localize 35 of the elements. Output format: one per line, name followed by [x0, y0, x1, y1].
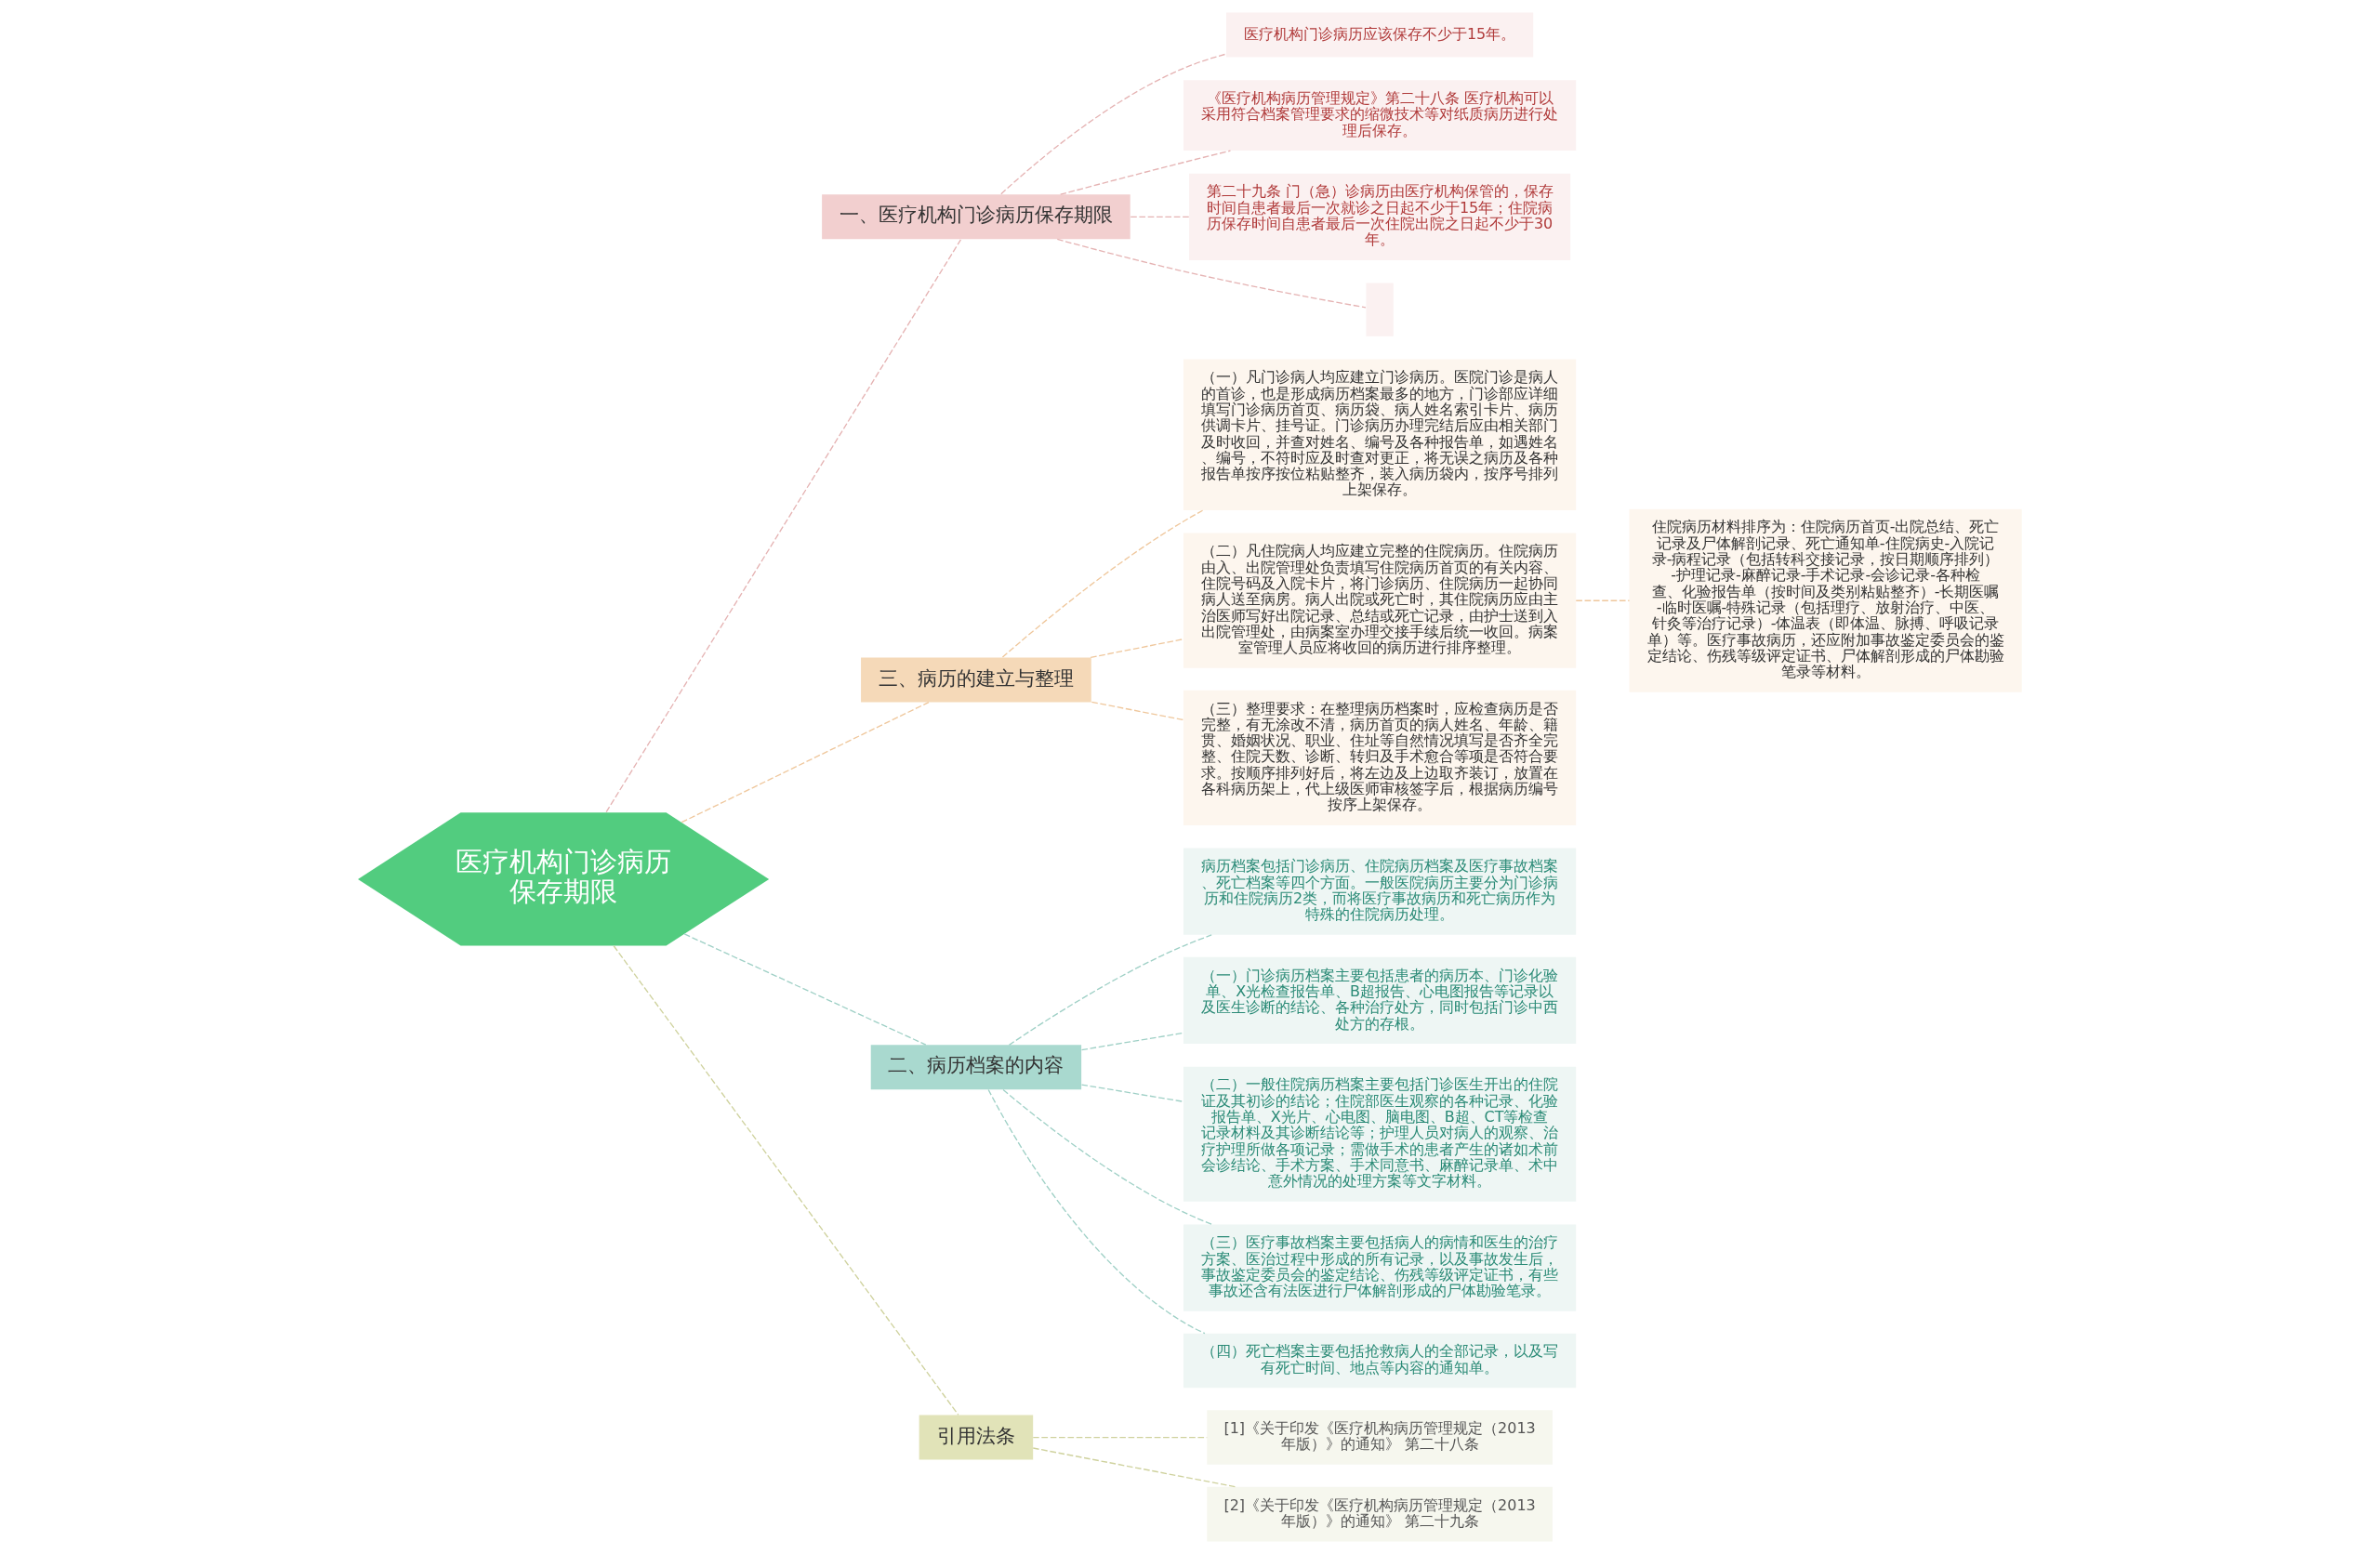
node-box: 第二十九条 门（急）诊病历由医疗机构保管的，保存时间自患者最后一次就诊之日起不少于15年；住院病历保存时间自患者最后一次住院出院之日起不少于30年。: [1189, 173, 1571, 260]
connector: [1060, 150, 1232, 195]
connector: [1091, 701, 1184, 721]
node-box: [1366, 283, 1394, 336]
node-box: （二）凡住院病人均应建立完整的住院病历。住院病历由入、出院管理处负责填写住院病历首页的有关内容、住院号码及入院卡片，将门诊病历、住院病历一起协同病人送至病房。病人出院或死亡时，其住院病历应由主治医师写好出院记录、总结或死亡记录，由护士送到入出院管理处，由病案室办理交接手续后统一收回。病案室管理人员应将收回的病历进行排序整理。: [1183, 533, 1577, 668]
node-box: 三、病历的建立与整理: [861, 657, 1091, 703]
connector: [613, 945, 959, 1416]
node-box: （三）医疗事故档案主要包括病人的病情和医生的治疗方案、医治过程中形成的所有记录，以及事故发生后，事故鉴定委员会的鉴定结论、伤残等级评定证书，有些事故还含有法医进行尸体解剖形成的尸体勘验笔录。: [1183, 1224, 1577, 1311]
connector: [681, 701, 930, 823]
connector: [683, 933, 927, 1046]
node-box: [1]《关于印发《医疗机构病历管理规定（2013年版）》的通知》 第二十八条: [1207, 1410, 1553, 1465]
node-box: 《医疗机构病历管理规定》第二十八条 医疗机构可以采用符合档案管理要求的缩微技术等对纸质病历进行处理后保存。: [1183, 80, 1577, 151]
node-box: 二、病历档案的内容: [870, 1045, 1082, 1090]
node-box: （一）凡门诊病人均应建立门诊病历。医院门诊是病人的首诊，也是形成病历档案最多的地方，门诊部应详细填写门诊病历首页、病历袋、病人姓名索引卡片、病历供调卡片、挂号证。门诊病历办理完结后应由相关部门及时收回，并查对姓名、编号及各种报告单，如遇姓名、编号，不符时应及时查对更正，将无误之病历及各种报告单按序按位粘贴整齐，装入病历袋内，按序号排列上架保存。: [1183, 359, 1577, 510]
node-box: 住院病历材料排序为：住院病历首页-出院总结、死亡记录及尸体解剖记录、死亡通知单-住院病史-入院记录-病程记录（包括转科交接记录，按日期顺序排列）-护理记录-麻醉记录-手术记录-会诊记录-各种检查、化验报告单（按时间及类别粘贴整齐）-长期医嘱-临时医嘱-特殊记录（包括理疗、放射治疗、中医、针灸等治疗记录）-体温表（即体温、脉搏、呼吸记录单）等。医疗事故病历，还应附加事故鉴定委员会的鉴定结论、伤残等级评定证书、尸体解剖形成的尸体勘验笔录等材料。: [1629, 508, 2022, 692]
connector: [1056, 238, 1367, 309]
node-box: 一、医疗机构门诊病历保存期限: [822, 194, 1130, 240]
connector: [1000, 53, 1227, 195]
node-box: （三）整理要求：在整理病历档案时，应检查病历是否完整，有无涂改不清，病历首页的病人姓名、年龄、籍贯、婚姻状况、职业、住址等自然情况填写是否齐全完整、住院天数、诊断、转归及手术愈合等项是否符合要求。按顺序排列好后，将左边及上边取齐装订，放置在各科病历架上，代上级医师审核签字后，根据病历编号按序上架保存。: [1183, 690, 1577, 825]
connector: [987, 1088, 1206, 1335]
node-box: 病历档案包括门诊病历、住院病历档案及医疗事故档案、死亡档案等四个方面。一般医院病历主要分为门诊病历和住院病历2类，而将医疗事故病历和死亡病历作为特殊的住院病历处理。: [1183, 848, 1577, 935]
connector: [1008, 934, 1212, 1046]
connector: [1002, 1088, 1213, 1226]
connector: [605, 239, 962, 813]
connector: [1575, 599, 1631, 601]
node-box: 引用法条: [919, 1415, 1034, 1460]
connector: [1032, 1447, 1237, 1488]
node-box: 医疗机构门诊病历应该保存不少于15年。: [1225, 12, 1534, 58]
connector: [1090, 639, 1184, 659]
connector: [1080, 1084, 1184, 1102]
node-box: [2]《关于印发《医疗机构病历管理规定（2013年版）》的通知》 第二十九条: [1207, 1486, 1553, 1542]
connector: [1130, 216, 1190, 217]
connector: [1080, 1032, 1184, 1051]
node-box: （四）死亡档案主要包括抢救病人的全部记录，以及写有死亡时间、地点等内容的通知单。: [1183, 1333, 1577, 1389]
connector: [1001, 509, 1204, 658]
